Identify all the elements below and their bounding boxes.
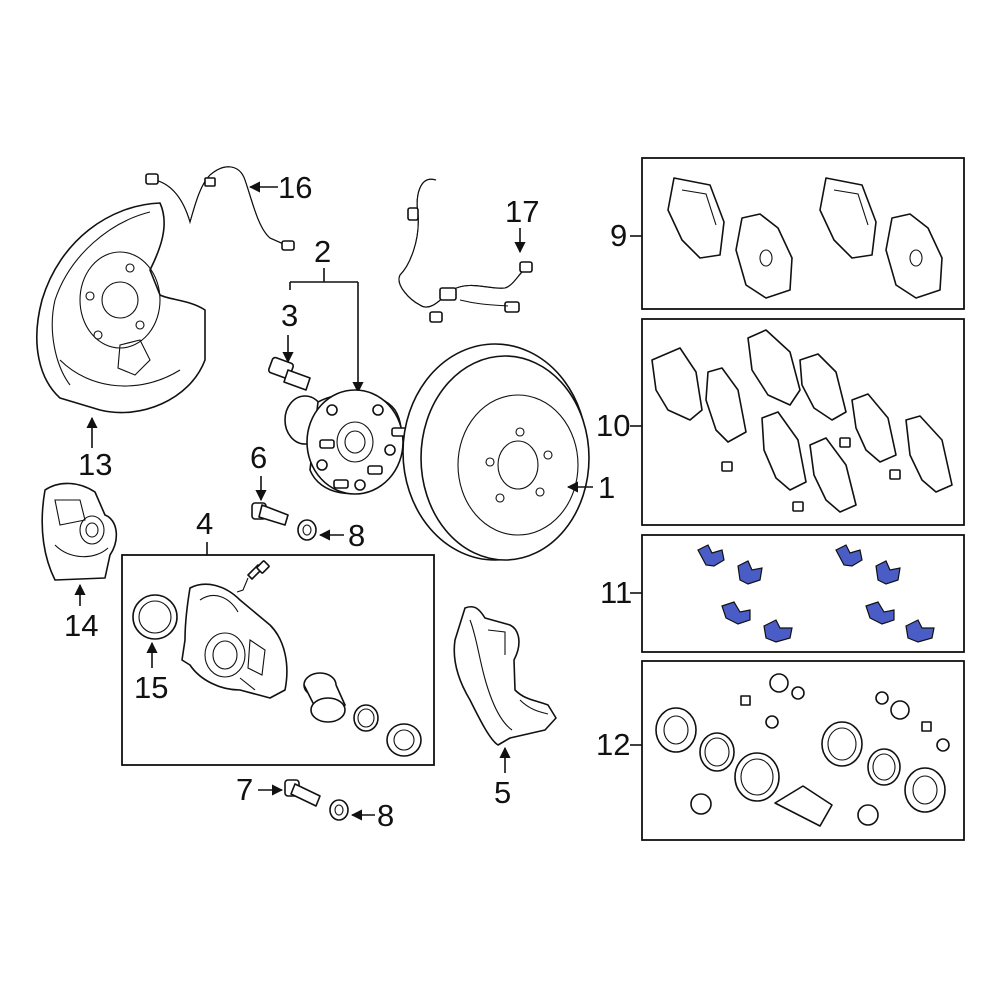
callout-5: 5 bbox=[494, 775, 511, 810]
callout-14: 14 bbox=[64, 608, 98, 643]
parking-brake-actuator-part-14[interactable] bbox=[41, 482, 118, 581]
anti-rattle-clips[interactable] bbox=[697, 544, 935, 643]
callout-8-upper: 8 bbox=[348, 518, 365, 553]
brake-pads-set-b[interactable] bbox=[819, 177, 943, 299]
callout-2: 2 bbox=[314, 234, 331, 269]
piston-boot[interactable] bbox=[386, 723, 422, 757]
callout-3: 3 bbox=[281, 298, 298, 333]
caliper-seal-kit[interactable] bbox=[655, 673, 950, 827]
abs-harness-part-17[interactable] bbox=[398, 178, 533, 323]
callout-17: 17 bbox=[505, 194, 539, 229]
callout-8-lower: 8 bbox=[377, 798, 394, 833]
caliper-body[interactable] bbox=[181, 583, 288, 699]
guide-pin-part-6[interactable] bbox=[251, 502, 289, 526]
callout-4: 4 bbox=[196, 506, 213, 541]
bushing-part-8-upper[interactable] bbox=[297, 519, 317, 541]
brake-pads-set-a[interactable] bbox=[667, 177, 793, 299]
callout-9: 9 bbox=[610, 218, 627, 253]
sensor-wire-part-16[interactable] bbox=[145, 166, 295, 251]
piston-ring[interactable] bbox=[353, 704, 379, 732]
caliper-piston[interactable] bbox=[303, 672, 346, 723]
wheel-stud-part-3[interactable] bbox=[267, 356, 311, 391]
callout-15: 15 bbox=[134, 670, 168, 705]
bleeder-screw[interactable] bbox=[236, 560, 270, 593]
callout-12: 12 bbox=[596, 727, 630, 762]
callout-1: 1 bbox=[598, 470, 615, 505]
callout-16: 16 bbox=[278, 170, 312, 205]
callout-7: 7 bbox=[236, 772, 253, 807]
dust-shield-part-13[interactable] bbox=[36, 202, 206, 414]
caliper-bracket-part-5[interactable] bbox=[453, 605, 557, 746]
brake-rotor-part-1[interactable] bbox=[402, 343, 590, 561]
callout-11: 11 bbox=[600, 575, 632, 610]
callout-13: 13 bbox=[78, 447, 112, 482]
piston-seal-part-15[interactable] bbox=[132, 594, 178, 640]
callout-10: 10 bbox=[596, 408, 630, 443]
callout-6: 6 bbox=[250, 440, 267, 475]
guide-pin-part-7[interactable] bbox=[284, 779, 321, 807]
bushing-part-8-lower[interactable] bbox=[329, 799, 349, 821]
pad-shims-set[interactable] bbox=[651, 329, 953, 513]
hub-assembly-part-2[interactable] bbox=[284, 389, 407, 495]
